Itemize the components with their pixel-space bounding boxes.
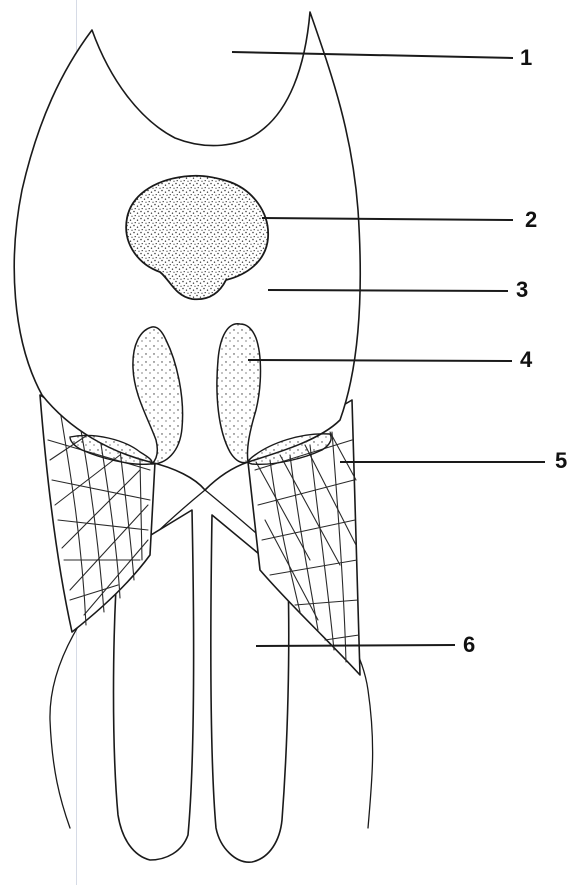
label-5: 5: [555, 448, 567, 473]
leader-line-4: [248, 360, 512, 361]
label-6: 6: [463, 632, 475, 657]
leader-line-3: [268, 290, 508, 291]
label-3: 3: [516, 277, 528, 302]
leader-line-1: [232, 52, 513, 58]
label-4: 4: [520, 347, 533, 372]
label-2: 2: [525, 207, 537, 232]
label-1: 1: [520, 45, 532, 70]
leader-line-6: [256, 645, 455, 646]
